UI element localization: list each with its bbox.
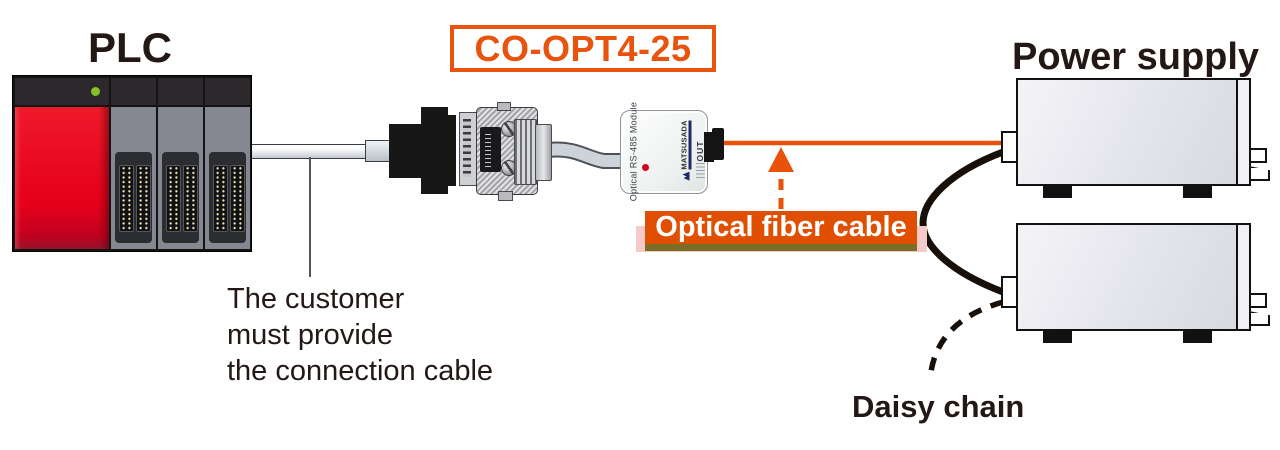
pin-strip bbox=[166, 165, 181, 232]
front-panel bbox=[1236, 225, 1249, 329]
pin-strip bbox=[213, 165, 228, 232]
io-connector-panel bbox=[209, 152, 246, 243]
dsub-bottom-tab bbox=[498, 191, 513, 201]
brand-logo: MATSUSADA bbox=[678, 117, 695, 185]
dsub-strain-relief bbox=[514, 119, 537, 185]
plc-io-module bbox=[205, 78, 250, 249]
fiber-arrow-icon bbox=[768, 147, 794, 172]
connection-cable bbox=[248, 144, 368, 159]
pin-strip bbox=[119, 165, 134, 232]
dsub-label bbox=[480, 127, 501, 172]
fiber-port bbox=[704, 132, 714, 162]
power-supply-unit-2 bbox=[1016, 223, 1251, 331]
power-led-icon bbox=[91, 87, 100, 96]
plc-cpu-header bbox=[15, 78, 109, 107]
fiber-plug bbox=[712, 128, 724, 160]
fiber-label: Optical fiber cable bbox=[645, 211, 917, 244]
module-micro-text bbox=[696, 163, 705, 178]
optical-module-side-label: Optical RS-485 Module bbox=[628, 101, 639, 202]
plc-unit bbox=[12, 75, 252, 252]
plc-title: PLC bbox=[88, 24, 172, 71]
rear-tab bbox=[1249, 148, 1267, 163]
daisy-cable bbox=[919, 148, 1007, 296]
fiber-label-text: Optical fiber cable bbox=[655, 211, 907, 243]
rear-tab bbox=[1249, 311, 1270, 326]
brand-logo-icon bbox=[683, 172, 690, 181]
note-line: must provide bbox=[227, 319, 394, 351]
foot bbox=[1043, 330, 1072, 343]
converter-model-text: CO-OPT4-25 bbox=[474, 27, 692, 69]
dsub-pins bbox=[463, 119, 471, 177]
front-panel bbox=[1236, 80, 1249, 184]
plc-io-module bbox=[158, 78, 203, 249]
io-connector-panel bbox=[115, 152, 152, 243]
pin-strip bbox=[136, 165, 151, 232]
status-led-icon bbox=[642, 164, 649, 171]
foot bbox=[1183, 330, 1212, 343]
pin-strip bbox=[230, 165, 245, 232]
note-leader-line bbox=[309, 157, 311, 277]
foot bbox=[1183, 185, 1212, 198]
power-supply-title: Power supply bbox=[1012, 36, 1260, 78]
dsub-boot bbox=[535, 124, 552, 181]
brand-band bbox=[688, 120, 692, 170]
module-cable-outline bbox=[541, 141, 638, 169]
rs485-connector-2 bbox=[1001, 276, 1018, 308]
note-line: the connection cable bbox=[227, 355, 494, 387]
daisy-chain-label: Daisy chain bbox=[852, 389, 1025, 424]
foot bbox=[1043, 185, 1072, 198]
dsub-top-tab bbox=[497, 102, 511, 111]
pin-strip bbox=[183, 165, 198, 232]
plc-cpu-body bbox=[15, 107, 109, 249]
converter-model-label: CO-OPT4-25 bbox=[450, 25, 716, 72]
cable-ferrule bbox=[365, 140, 392, 162]
optical-module bbox=[620, 110, 708, 194]
power-supply-unit-1 bbox=[1016, 78, 1251, 186]
customer-note: The customer must provide the connection… bbox=[227, 281, 493, 389]
rs485-connector-1 bbox=[1001, 131, 1018, 163]
dsub-adapter bbox=[389, 107, 456, 194]
module-cable bbox=[543, 143, 636, 167]
brand-name: MATSUSADA bbox=[679, 120, 689, 170]
rear-tab bbox=[1249, 166, 1270, 181]
plc-io-module bbox=[111, 78, 156, 249]
io-connector-panel bbox=[162, 152, 199, 243]
note-line: The customer bbox=[227, 283, 405, 315]
plc-cpu-module bbox=[15, 78, 109, 249]
rear-tab bbox=[1249, 293, 1267, 308]
daisy-dashed-cable bbox=[927, 299, 1004, 381]
fiber-label-shadow bbox=[645, 241, 917, 251]
